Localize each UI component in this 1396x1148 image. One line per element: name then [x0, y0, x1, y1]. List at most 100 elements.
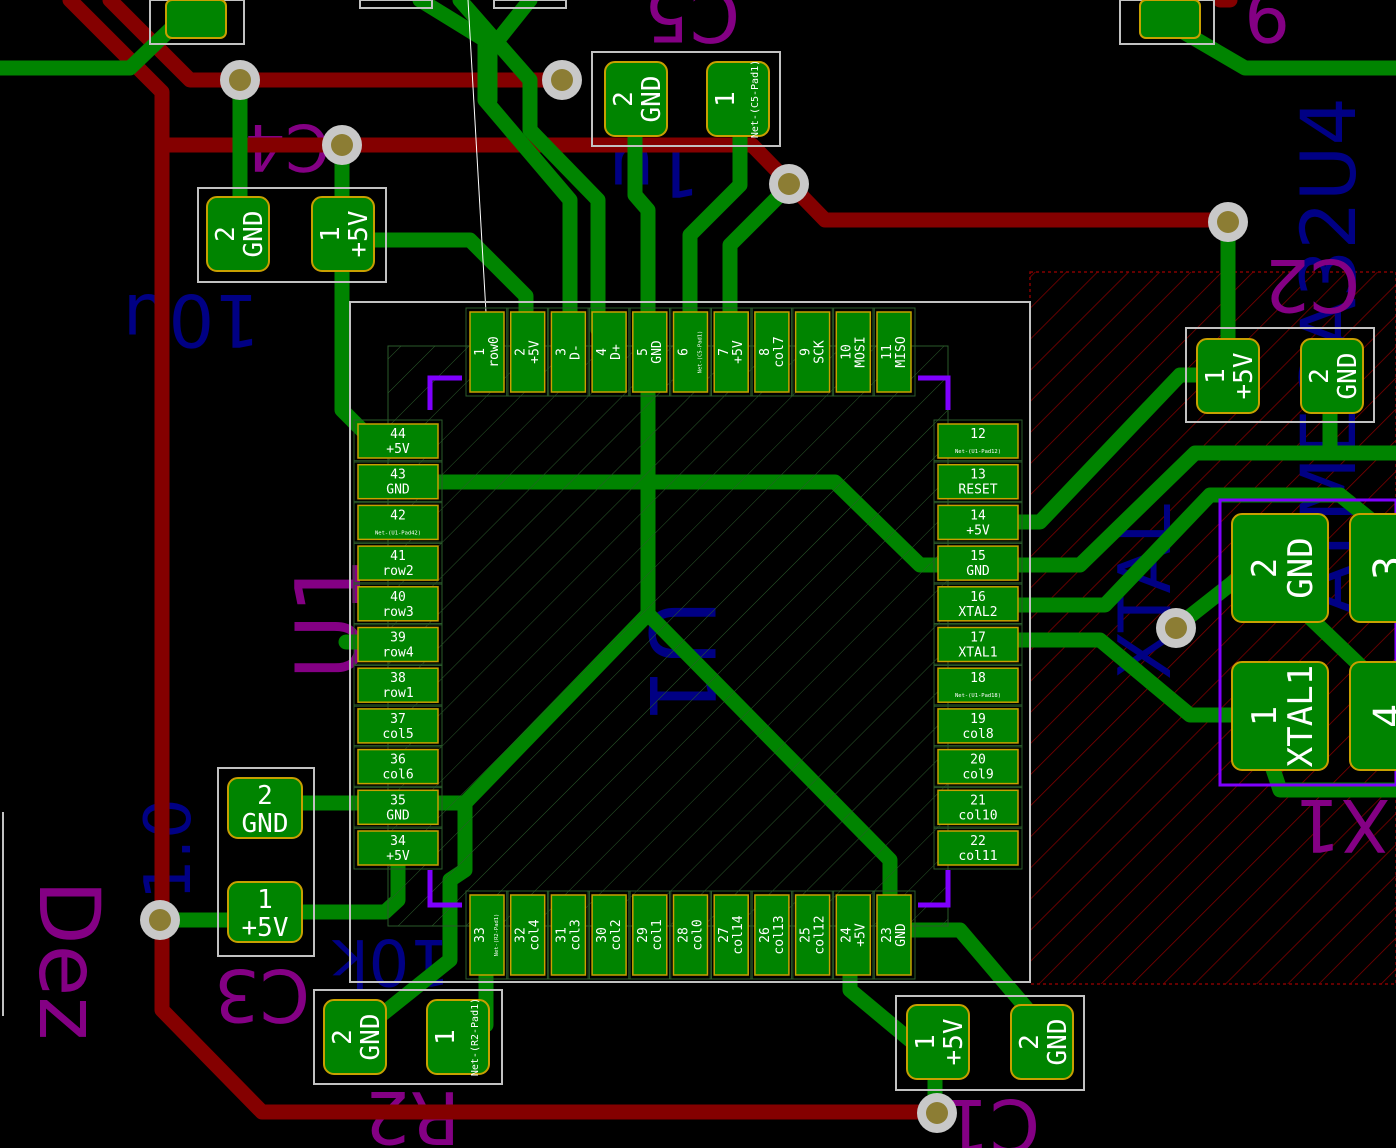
- u1-pad-net: SCK: [813, 340, 828, 364]
- x1-pad-4[interactable]: 4: [1349, 661, 1396, 771]
- via: [140, 900, 180, 940]
- u1-pad-net: MISO: [894, 336, 909, 367]
- u1-pad-number: 13: [970, 468, 986, 483]
- pad-net: +5V: [1229, 353, 1259, 400]
- pad-number: 1: [257, 885, 273, 915]
- via: [1208, 202, 1248, 242]
- u1-pad-number: 10: [839, 344, 854, 360]
- c3-pad-1[interactable]: 1+5V: [227, 881, 303, 943]
- pad-net: GND: [239, 211, 269, 258]
- pad-number: 1: [431, 1029, 461, 1045]
- x1-pad-3[interactable]: 3: [1349, 513, 1396, 623]
- u1-pad-number: 14: [970, 508, 986, 523]
- u1-pad-44[interactable]: 44+5V: [353, 419, 443, 463]
- u1-pad-number: 16: [970, 590, 986, 605]
- u1-pad-7[interactable]: 7+5V: [709, 307, 753, 397]
- u1-pad-number: 33: [473, 927, 488, 943]
- u1-pad-net: +5V: [731, 340, 746, 364]
- u1-pad-number: 6: [677, 348, 692, 356]
- u1-pad-net: col13: [772, 915, 787, 954]
- front-silkscreen: C5 C4 C2 U1 C3 R2 C1 X1 Dez 9: [20, 0, 1390, 1148]
- u1-pad-number: 38: [390, 671, 406, 686]
- u1-pad-24[interactable]: 24+5V: [831, 890, 875, 980]
- c2-pad-1[interactable]: 1+5V: [1196, 338, 1260, 414]
- u1-pad-net: GND: [650, 340, 665, 364]
- u1-pad-2[interactable]: 2+5V: [506, 307, 550, 397]
- u1-pad-number: 2: [514, 348, 529, 356]
- u1-pad-number: 5: [636, 348, 651, 356]
- pad-number: 1: [911, 1034, 941, 1050]
- u1-pad-number: 29: [636, 927, 651, 943]
- c1-pad-1[interactable]: 1+5V: [906, 1004, 970, 1080]
- pad-number: 2: [1305, 368, 1335, 384]
- u1-pad-net: GND: [966, 564, 990, 579]
- pad-net: GND: [356, 1014, 386, 1061]
- c5-ref: C5: [644, 0, 740, 57]
- u1-pad-34[interactable]: 34+5V: [353, 826, 443, 870]
- u1-pad-number: 21: [970, 793, 986, 808]
- u1-pad-number: 40: [390, 590, 406, 605]
- c4-pad-1[interactable]: 1+5V: [311, 196, 375, 272]
- u1-pad-number: 23: [880, 927, 895, 943]
- u1-outline: [349, 301, 1031, 983]
- u1-pad-net: row0: [487, 336, 502, 367]
- u1-pad-number: 36: [390, 753, 406, 768]
- u1-pad-number: 22: [970, 834, 986, 849]
- u1-pad-14[interactable]: 14+5V: [933, 500, 1023, 544]
- u1-pad-number: 1: [473, 348, 488, 356]
- u1-pad-net: +5V: [966, 523, 990, 538]
- c4-value-back: 10u: [123, 278, 260, 362]
- u1-pad-net: RESET: [958, 483, 997, 498]
- pad-number: 2: [1015, 1034, 1045, 1050]
